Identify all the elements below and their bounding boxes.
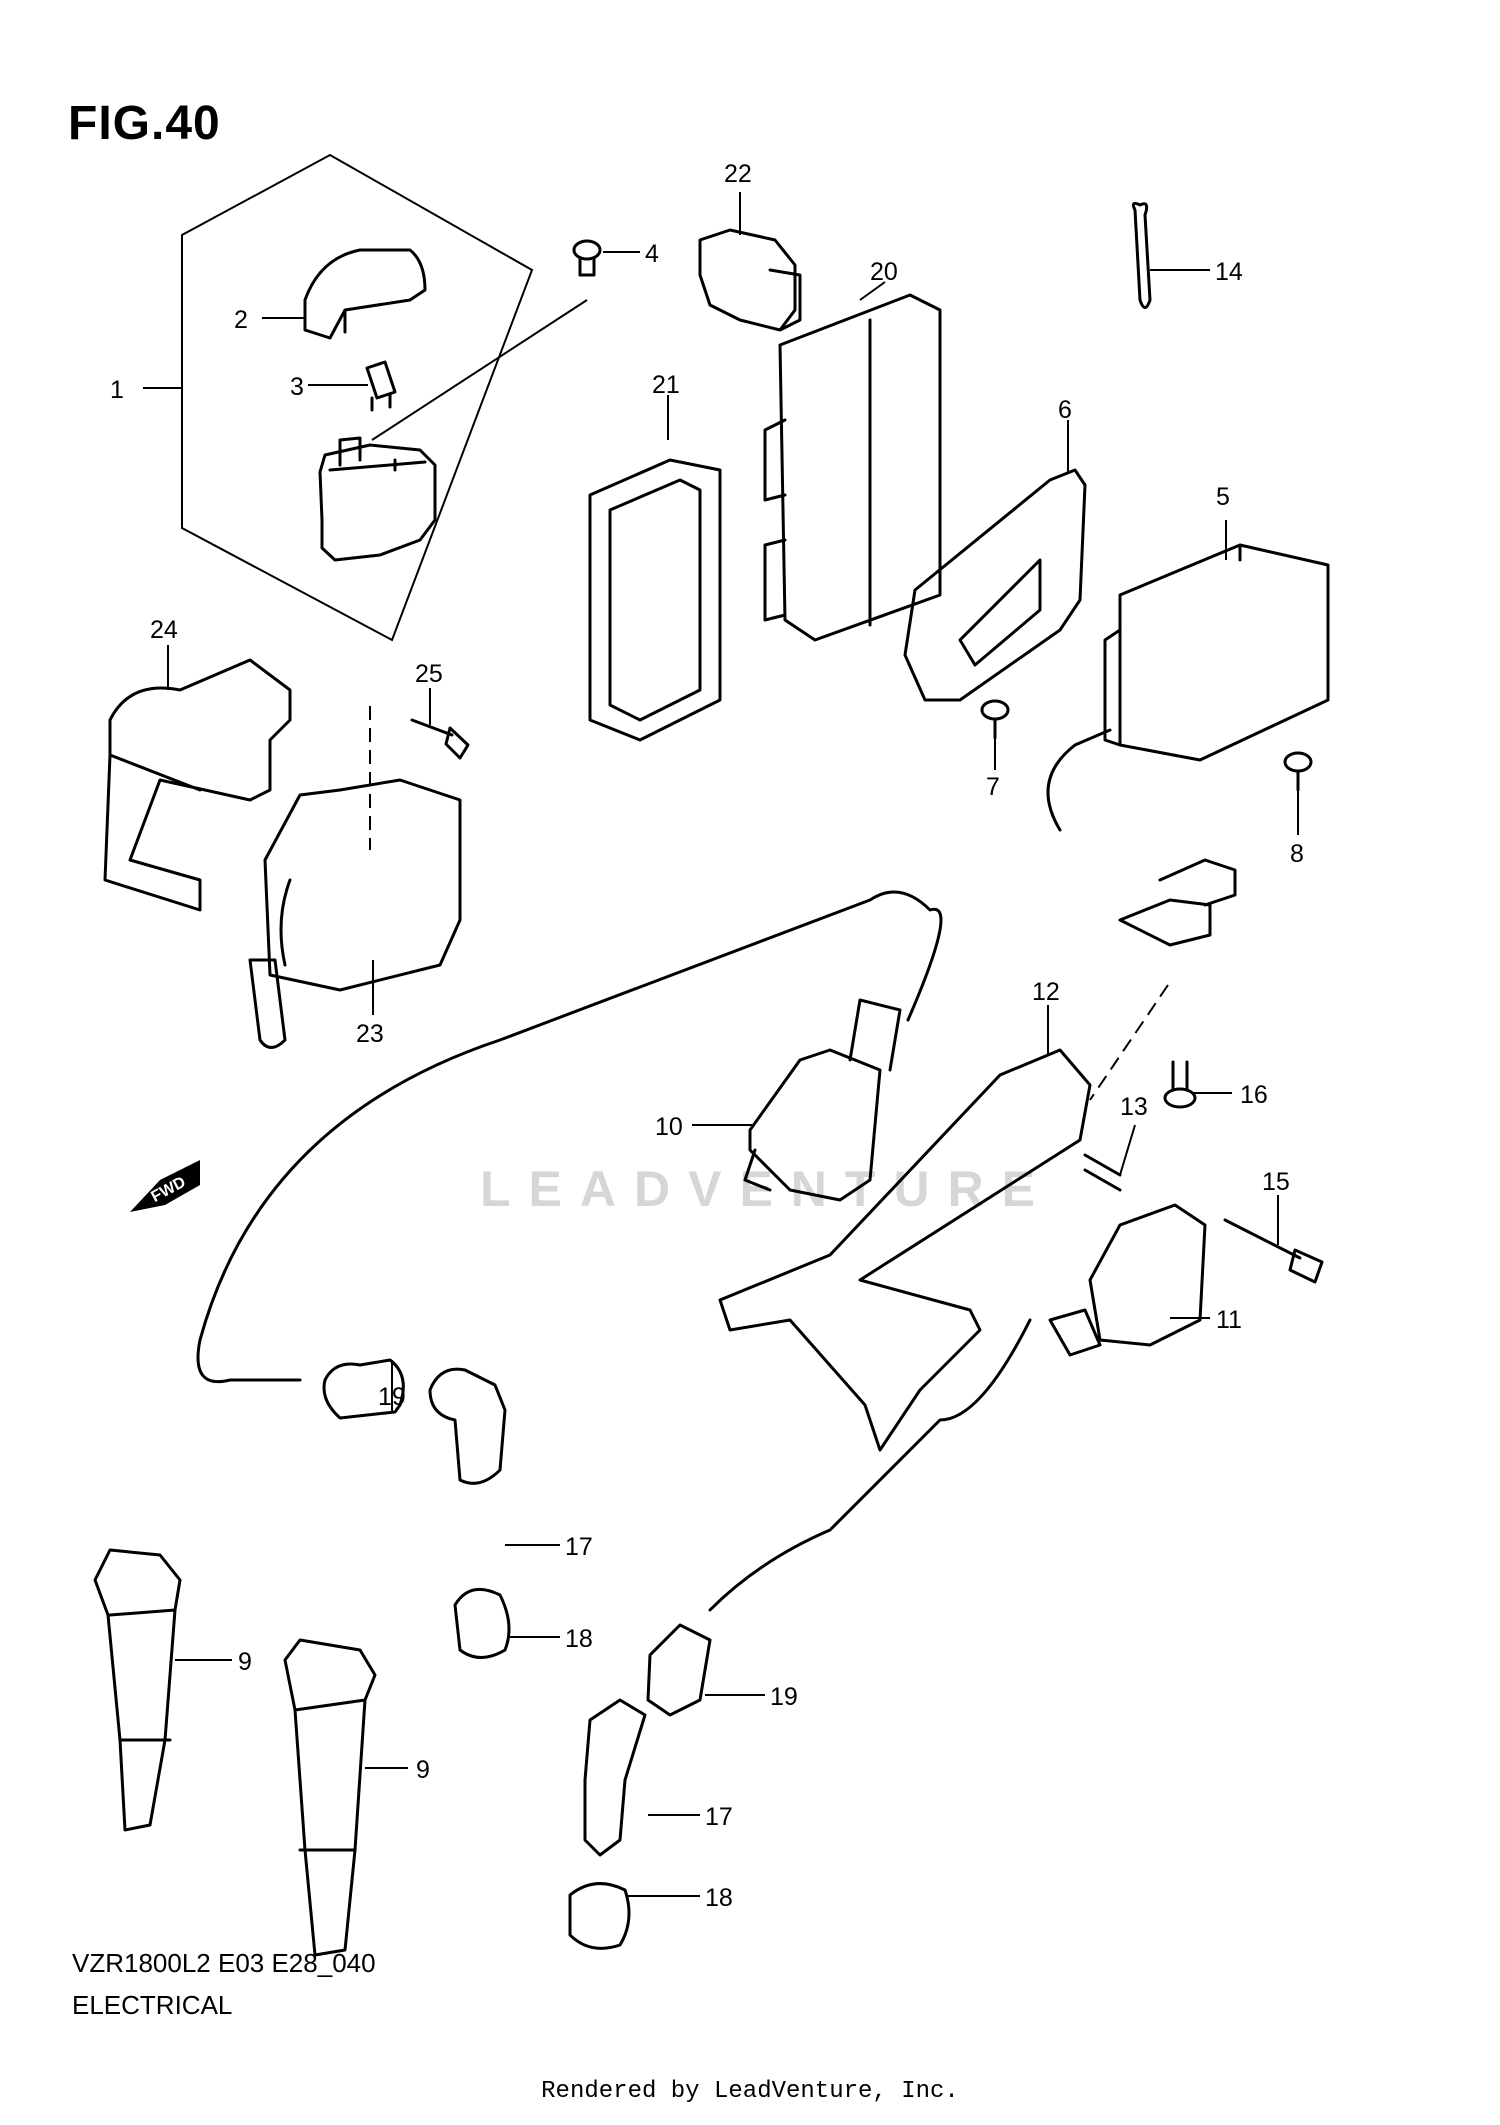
part-bracket-6 xyxy=(903,468,1087,702)
part-bolt-15 xyxy=(1223,1218,1324,1284)
part-bolt-25 xyxy=(410,718,470,760)
part-boot-19-lower xyxy=(646,1623,712,1717)
callout-18-upper: 18 xyxy=(565,1625,593,1653)
callout-leaders xyxy=(143,192,1299,1897)
callout-8: 8 xyxy=(1290,840,1304,868)
callout-25: 25 xyxy=(415,660,443,688)
callout-19-lower: 19 xyxy=(770,1683,798,1711)
callout-1: 1 xyxy=(110,376,124,404)
part-bolt-7 xyxy=(980,699,1010,740)
callout-14: 14 xyxy=(1215,258,1243,286)
part-starter-relay xyxy=(318,436,437,562)
callout-17-upper: 17 xyxy=(565,1533,593,1561)
part-connector-22 xyxy=(698,228,802,332)
callout-20: 20 xyxy=(870,258,898,286)
callout-12: 12 xyxy=(1032,978,1060,1006)
render-credit: Rendered by LeadVenture, Inc. xyxy=(541,2078,959,2105)
assembly-group-outline xyxy=(181,153,534,642)
part-plug-coil-9-left xyxy=(93,1548,182,1832)
callout-2: 2 xyxy=(234,306,248,334)
callout-13: 13 xyxy=(1120,1093,1148,1121)
model-code: VZR1800L2 E03 E28_040 xyxy=(72,1948,376,1978)
part-holder-24 xyxy=(103,658,292,912)
part-screw-4 xyxy=(572,239,602,277)
part-coil-bracket-12 xyxy=(718,1048,1092,1452)
callout-21: 21 xyxy=(652,371,680,399)
part-fuse xyxy=(365,360,397,412)
callout-5: 5 xyxy=(1216,483,1230,511)
part-regulator-23 xyxy=(248,778,462,1049)
callout-11: 11 xyxy=(1216,1306,1242,1334)
part-high-tension-lead-2 xyxy=(708,1318,1032,1612)
callout-4: 4 xyxy=(645,240,659,268)
part-plug-cap-17-lower xyxy=(583,1698,647,1857)
part-plug-cap-17-upper xyxy=(428,1367,507,1485)
part-module-5 xyxy=(1046,543,1330,947)
callout-18-lower: 18 xyxy=(705,1884,733,1912)
part-ignition-coil-10 xyxy=(743,998,902,1202)
callout-9-left: 9 xyxy=(238,1648,252,1676)
callout-10: 10 xyxy=(655,1113,683,1141)
part-relay-cover xyxy=(303,248,427,340)
callout-labels: 1 2 3 4 5 6 7 8 9 9 10 11 12 13 14 15 16… xyxy=(110,160,1304,1912)
callout-16: 16 xyxy=(1240,1081,1268,1109)
callout-9-right: 9 xyxy=(416,1756,430,1784)
part-bolt-8 xyxy=(1283,751,1313,792)
part-ecm-cover-21 xyxy=(588,458,722,742)
section-name: ELECTRICAL xyxy=(72,1990,233,2020)
part-high-tension-lead xyxy=(196,890,943,1383)
callout-15: 15 xyxy=(1262,1168,1290,1196)
part-ecm-20 xyxy=(763,293,942,642)
part-ignition-coil-11 xyxy=(1048,1203,1207,1357)
callout-17-lower: 17 xyxy=(705,1803,733,1831)
part-plug-coil-9-right xyxy=(283,1638,377,1957)
figure-title: FIG.40 xyxy=(68,97,221,150)
callout-6: 6 xyxy=(1058,396,1072,424)
callout-22: 22 xyxy=(724,160,752,188)
part-seal-18-upper xyxy=(453,1587,511,1659)
callout-7: 7 xyxy=(986,773,1000,801)
part-bolt-16 xyxy=(1163,1060,1197,1109)
callout-23: 23 xyxy=(356,1020,384,1048)
part-pin-13 xyxy=(1083,1153,1122,1192)
part-seal-18-lower xyxy=(568,1882,631,1950)
fwd-arrow-icon: FWD xyxy=(130,1160,200,1212)
callout-3: 3 xyxy=(290,373,304,401)
part-boot-19-upper xyxy=(322,1358,405,1420)
callout-24: 24 xyxy=(150,616,178,644)
callout-19-upper: 19 xyxy=(378,1383,406,1411)
watermark: LEADVENTURE xyxy=(480,1161,1054,1217)
part-clamp-14 xyxy=(1131,201,1152,309)
guide-line-16 xyxy=(1089,984,1169,1101)
